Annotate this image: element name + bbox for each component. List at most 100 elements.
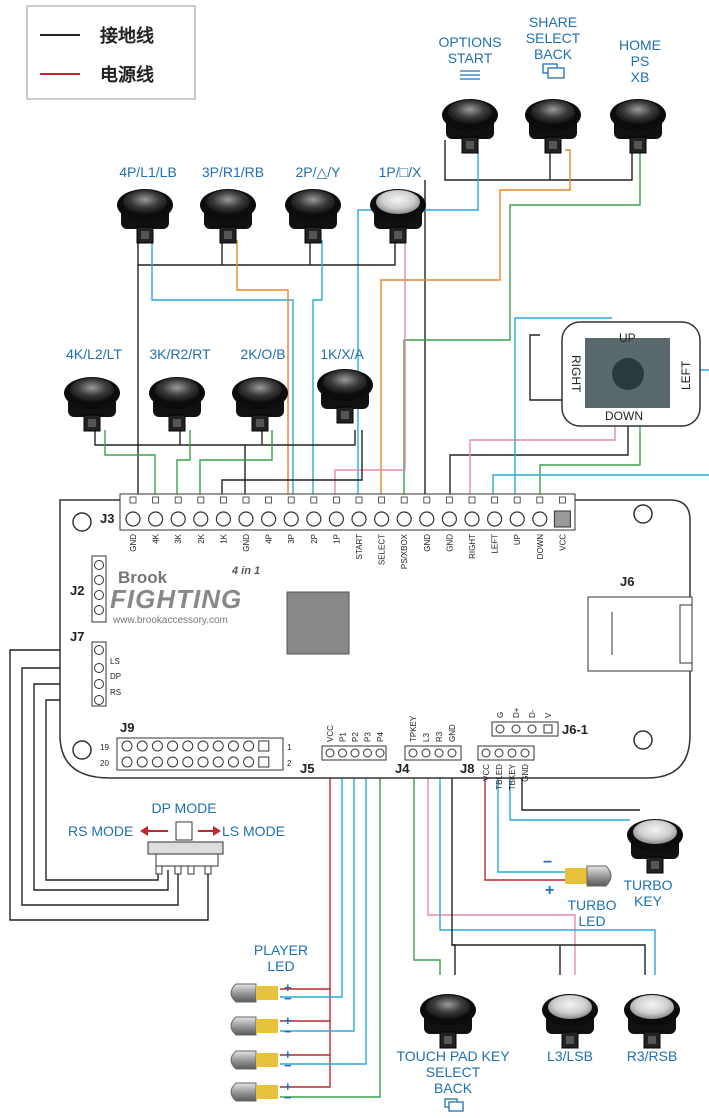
p4-label: 4P/L1/LB bbox=[119, 164, 177, 180]
p1-button[interactable] bbox=[370, 189, 426, 244]
share-label-2: SELECT bbox=[526, 30, 581, 46]
j3-pin-label: VCC bbox=[558, 534, 567, 551]
p2-button[interactable] bbox=[285, 189, 341, 244]
usb-connector bbox=[587, 596, 693, 672]
share-button[interactable] bbox=[525, 99, 581, 154]
j8-pins-label: TBKEY bbox=[508, 763, 517, 790]
j3-pin-label: SELECT bbox=[378, 534, 387, 565]
j9-label-1: 1 bbox=[287, 743, 292, 752]
j3-pin-pad bbox=[513, 496, 521, 504]
turbo-led-label-2: LED bbox=[578, 913, 605, 929]
j9-pin bbox=[197, 756, 209, 768]
j61-pins-pad bbox=[543, 724, 553, 734]
k2-label: 2K/O/B bbox=[240, 346, 285, 362]
j3-pin-row bbox=[125, 496, 571, 528]
player-led-minus: − bbox=[284, 1090, 292, 1105]
j7-pin-rs: RS bbox=[110, 688, 121, 697]
bottom-labels: TOUCH PAD KEY SELECT BACK L3/LSB R3/RSB bbox=[396, 1048, 677, 1112]
top-row-labels: OPTIONS START SHARE SELECT BACK HOME PS … bbox=[438, 14, 661, 85]
k-row-labels: 4K/L2/LT 3K/R2/RT 2K/O/B 1K/X/A bbox=[66, 346, 364, 362]
j3-pin-pad bbox=[242, 496, 250, 504]
j4-pins-label: L3 bbox=[422, 733, 431, 742]
j3-pin-pad bbox=[378, 496, 386, 504]
mcu-chip bbox=[286, 591, 350, 655]
j3-pin-hole bbox=[532, 511, 548, 527]
j3-pin-pad bbox=[219, 496, 227, 504]
j3-pin-hole bbox=[487, 511, 503, 527]
k4-label: 4K/L2/LT bbox=[66, 346, 122, 362]
j3-pin-label: LEFT bbox=[491, 534, 500, 554]
p3-button[interactable] bbox=[200, 189, 256, 244]
j4-pins-pad bbox=[434, 748, 444, 758]
j9-pin-grid bbox=[121, 740, 270, 768]
j3-pin-label: GND bbox=[242, 534, 251, 552]
legend: 接地线 电源线 bbox=[26, 5, 196, 100]
j9-pin bbox=[167, 740, 179, 752]
options-icon bbox=[460, 70, 480, 80]
j3-pin-label: 1P bbox=[332, 534, 341, 544]
brand-badge: 4 in 1 bbox=[231, 565, 260, 577]
j4-pins-label: R3 bbox=[435, 731, 444, 742]
k1-label: 1K/X/A bbox=[320, 346, 364, 362]
j3-pin-hole bbox=[351, 511, 367, 527]
j9-pin bbox=[151, 740, 163, 752]
home-label-3: XB bbox=[631, 69, 650, 85]
j9-label-20: 20 bbox=[100, 759, 109, 768]
turbo-led-label-1: TURBO bbox=[568, 897, 617, 913]
turbo-key-button[interactable] bbox=[627, 819, 683, 874]
j3-pin-hole bbox=[464, 511, 480, 527]
brand-url: www.brookaccessory.com bbox=[112, 615, 228, 626]
k3-button[interactable] bbox=[149, 377, 205, 432]
player-led-group: PLAYER LED +−+−+−+− bbox=[230, 942, 308, 1105]
legend-ground-label: 接地线 bbox=[100, 25, 154, 47]
joystick-right-label: RIGHT bbox=[569, 355, 583, 393]
j9-pin bbox=[212, 756, 224, 768]
j7-pin-dp: DP bbox=[110, 672, 121, 681]
turbo-key-label-1: TURBO bbox=[624, 877, 673, 893]
j3-pin-hole bbox=[374, 511, 390, 527]
arcade-buttons bbox=[64, 99, 683, 1049]
k4-button[interactable] bbox=[64, 377, 120, 432]
j8-pins-pad bbox=[481, 748, 491, 758]
j9-pin bbox=[136, 740, 148, 752]
turbo-led-minus: − bbox=[543, 854, 552, 871]
j3-pin-hole bbox=[148, 511, 164, 527]
j3-pin-hole bbox=[215, 511, 231, 527]
j3-pin-pad bbox=[152, 496, 160, 504]
j5-pins-label: P2 bbox=[351, 732, 360, 742]
options-label-1: OPTIONS bbox=[438, 34, 501, 50]
j6-1-label: J6-1 bbox=[562, 722, 588, 737]
touchpad-label-3: BACK bbox=[434, 1080, 473, 1096]
p-row-labels: 4P/L1/LB 3P/R1/RB 2P/△/Y 1P/□/X bbox=[119, 164, 422, 180]
touchpad-label-2: SELECT bbox=[426, 1064, 481, 1080]
r3-button[interactable] bbox=[624, 994, 680, 1049]
j3-pin-hole bbox=[509, 511, 525, 527]
j3-pin-label: GND bbox=[129, 534, 138, 552]
j4-pins-pad bbox=[408, 748, 418, 758]
j8-pins-label: GND bbox=[521, 764, 530, 782]
j9-pin bbox=[136, 756, 148, 768]
j9-pin bbox=[167, 756, 179, 768]
home-button[interactable] bbox=[610, 99, 666, 154]
options-button[interactable] bbox=[442, 99, 498, 154]
turbo-led: − + TURBO LED bbox=[543, 854, 617, 929]
l3-button[interactable] bbox=[542, 994, 598, 1049]
touchpad-button[interactable] bbox=[420, 994, 476, 1049]
k1-button[interactable] bbox=[317, 369, 373, 424]
j3-pin-label: GND bbox=[423, 534, 432, 552]
turbo-key-label: TURBO KEY bbox=[624, 877, 673, 909]
j61-pins-pad bbox=[511, 724, 521, 734]
j3-pin-pad bbox=[332, 496, 340, 504]
player-led-label-2: LED bbox=[267, 958, 294, 974]
player-leds: +−+−+−+− bbox=[230, 980, 292, 1105]
j8-pins-label: TBLED bbox=[495, 764, 504, 790]
p4-button[interactable] bbox=[117, 189, 173, 244]
j3-label: J3 bbox=[100, 511, 114, 526]
turbo-led-plus: + bbox=[545, 882, 554, 899]
j5-pins-pad bbox=[363, 748, 372, 758]
k2-button[interactable] bbox=[232, 377, 288, 432]
j3-pin-label: PS/XBOX bbox=[400, 533, 409, 569]
joystick-left-label: LEFT bbox=[679, 360, 693, 390]
j3-pin-hole bbox=[283, 511, 299, 527]
